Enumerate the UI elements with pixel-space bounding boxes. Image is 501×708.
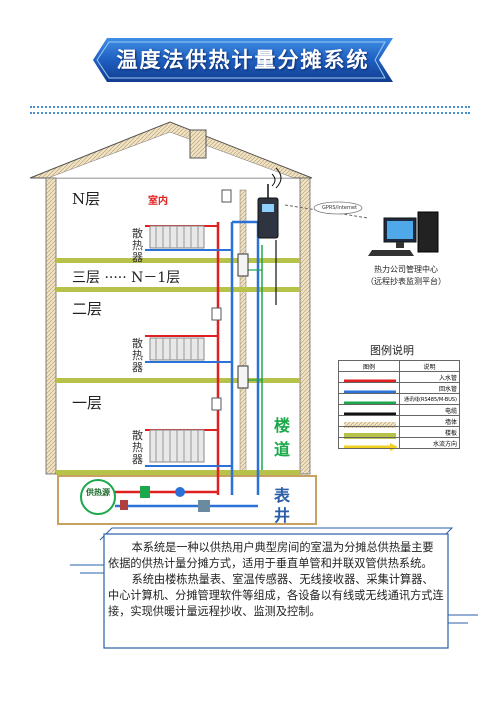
network-bubble bbox=[313, 201, 363, 215]
control-center-line2: （远程抄表监测平台） bbox=[366, 277, 446, 286]
network-label: GPRS/Internet bbox=[322, 205, 358, 211]
legend-swatch-cell bbox=[338, 393, 400, 405]
radiator-second bbox=[145, 307, 232, 363]
pipe-risers bbox=[216, 220, 277, 495]
basement-frame bbox=[57, 475, 317, 525]
legend-item-6: 水流方向 bbox=[399, 437, 460, 449]
legend-item-1: 回水管 bbox=[399, 382, 460, 394]
roof bbox=[29, 121, 313, 179]
description-paragraph-2: 系统由楼栋热量表、室温传感器、无线接收器、采集计算器、中心计算机、分摊管理软件等… bbox=[108, 573, 444, 618]
floor-label-second: 二层 bbox=[72, 300, 103, 318]
title-banner-text-wrap: 温度法供热计量分摊系统 bbox=[93, 38, 393, 82]
radiator-first bbox=[145, 397, 232, 467]
legend-item-5: 楼板 bbox=[399, 426, 460, 438]
control-center-caption: 热力公司管理中心 （远程抄表监测平台） bbox=[346, 264, 466, 288]
description-box-frame bbox=[70, 527, 478, 649]
inner-wall bbox=[239, 189, 247, 475]
legend-swatch-cell bbox=[338, 437, 400, 449]
legend-header-desc: 说明 bbox=[399, 360, 460, 372]
legend-table: 图例 说明 入水管 回水管 通讯线(RS485/M-BUS) 电缆 墙体 楼板 … bbox=[338, 360, 460, 449]
legend-item-3: 电缆 bbox=[399, 404, 460, 416]
floor-label-first: 一层 bbox=[72, 394, 103, 412]
control-center-line1: 热力公司管理中心 bbox=[374, 265, 438, 274]
description-text: 本系统是一种以供热用户典型房间的室温为分摊总供热量主要依据的供热计量分摊方式，适… bbox=[108, 540, 444, 620]
divider-top bbox=[30, 106, 470, 108]
legend-swatch-cell bbox=[338, 426, 400, 438]
page-title: 温度法供热计量分摊系统 bbox=[116, 47, 370, 72]
legend-item-2: 通讯线(RS485/M-BUS) bbox=[399, 393, 460, 405]
divider-bottom bbox=[30, 112, 470, 114]
radiator-top bbox=[145, 189, 232, 251]
radiator-label-top: 散热器 bbox=[132, 227, 143, 264]
description-paragraph-1: 本系统是一种以供热用户典型房间的室温为分摊总供热量主要依据的供热计量分摊方式，适… bbox=[108, 541, 434, 570]
heat-source-label: 供热源 bbox=[86, 487, 110, 497]
legend-header-symbol: 图例 bbox=[338, 360, 400, 372]
meter-well-label: 表井 bbox=[274, 486, 291, 525]
legend-swatch-cell bbox=[338, 415, 400, 427]
description-box: 本系统是一种以供热用户典型房间的室温为分摊总供热量主要依据的供热计量分摊方式，适… bbox=[102, 530, 450, 648]
heat-source-equipment bbox=[80, 479, 258, 515]
data-collectors bbox=[237, 167, 282, 389]
right-wall bbox=[299, 177, 311, 475]
floor-label-middle: 三层 ····· N－1层 bbox=[72, 270, 181, 286]
radiator-label-second: 散热器 bbox=[132, 337, 143, 374]
stairwell-label: 楼道 bbox=[274, 416, 291, 459]
legend-title: 图例说明 bbox=[370, 344, 414, 357]
floor-slabs bbox=[56, 258, 300, 475]
legend-swatch-cell bbox=[338, 382, 400, 394]
indoor-label: 室内 bbox=[148, 196, 168, 207]
radiator-label-first: 散热器 bbox=[132, 429, 143, 466]
legend-item-4: 墙体 bbox=[399, 415, 460, 427]
legend-swatch-cell bbox=[338, 371, 400, 383]
floor-label-top: N层 bbox=[72, 190, 101, 208]
title-banner bbox=[93, 38, 393, 82]
left-wall bbox=[45, 177, 57, 475]
legend-swatch-cell bbox=[338, 404, 400, 416]
computer-icon bbox=[368, 211, 439, 256]
legend-item-0: 入水管 bbox=[399, 371, 460, 383]
